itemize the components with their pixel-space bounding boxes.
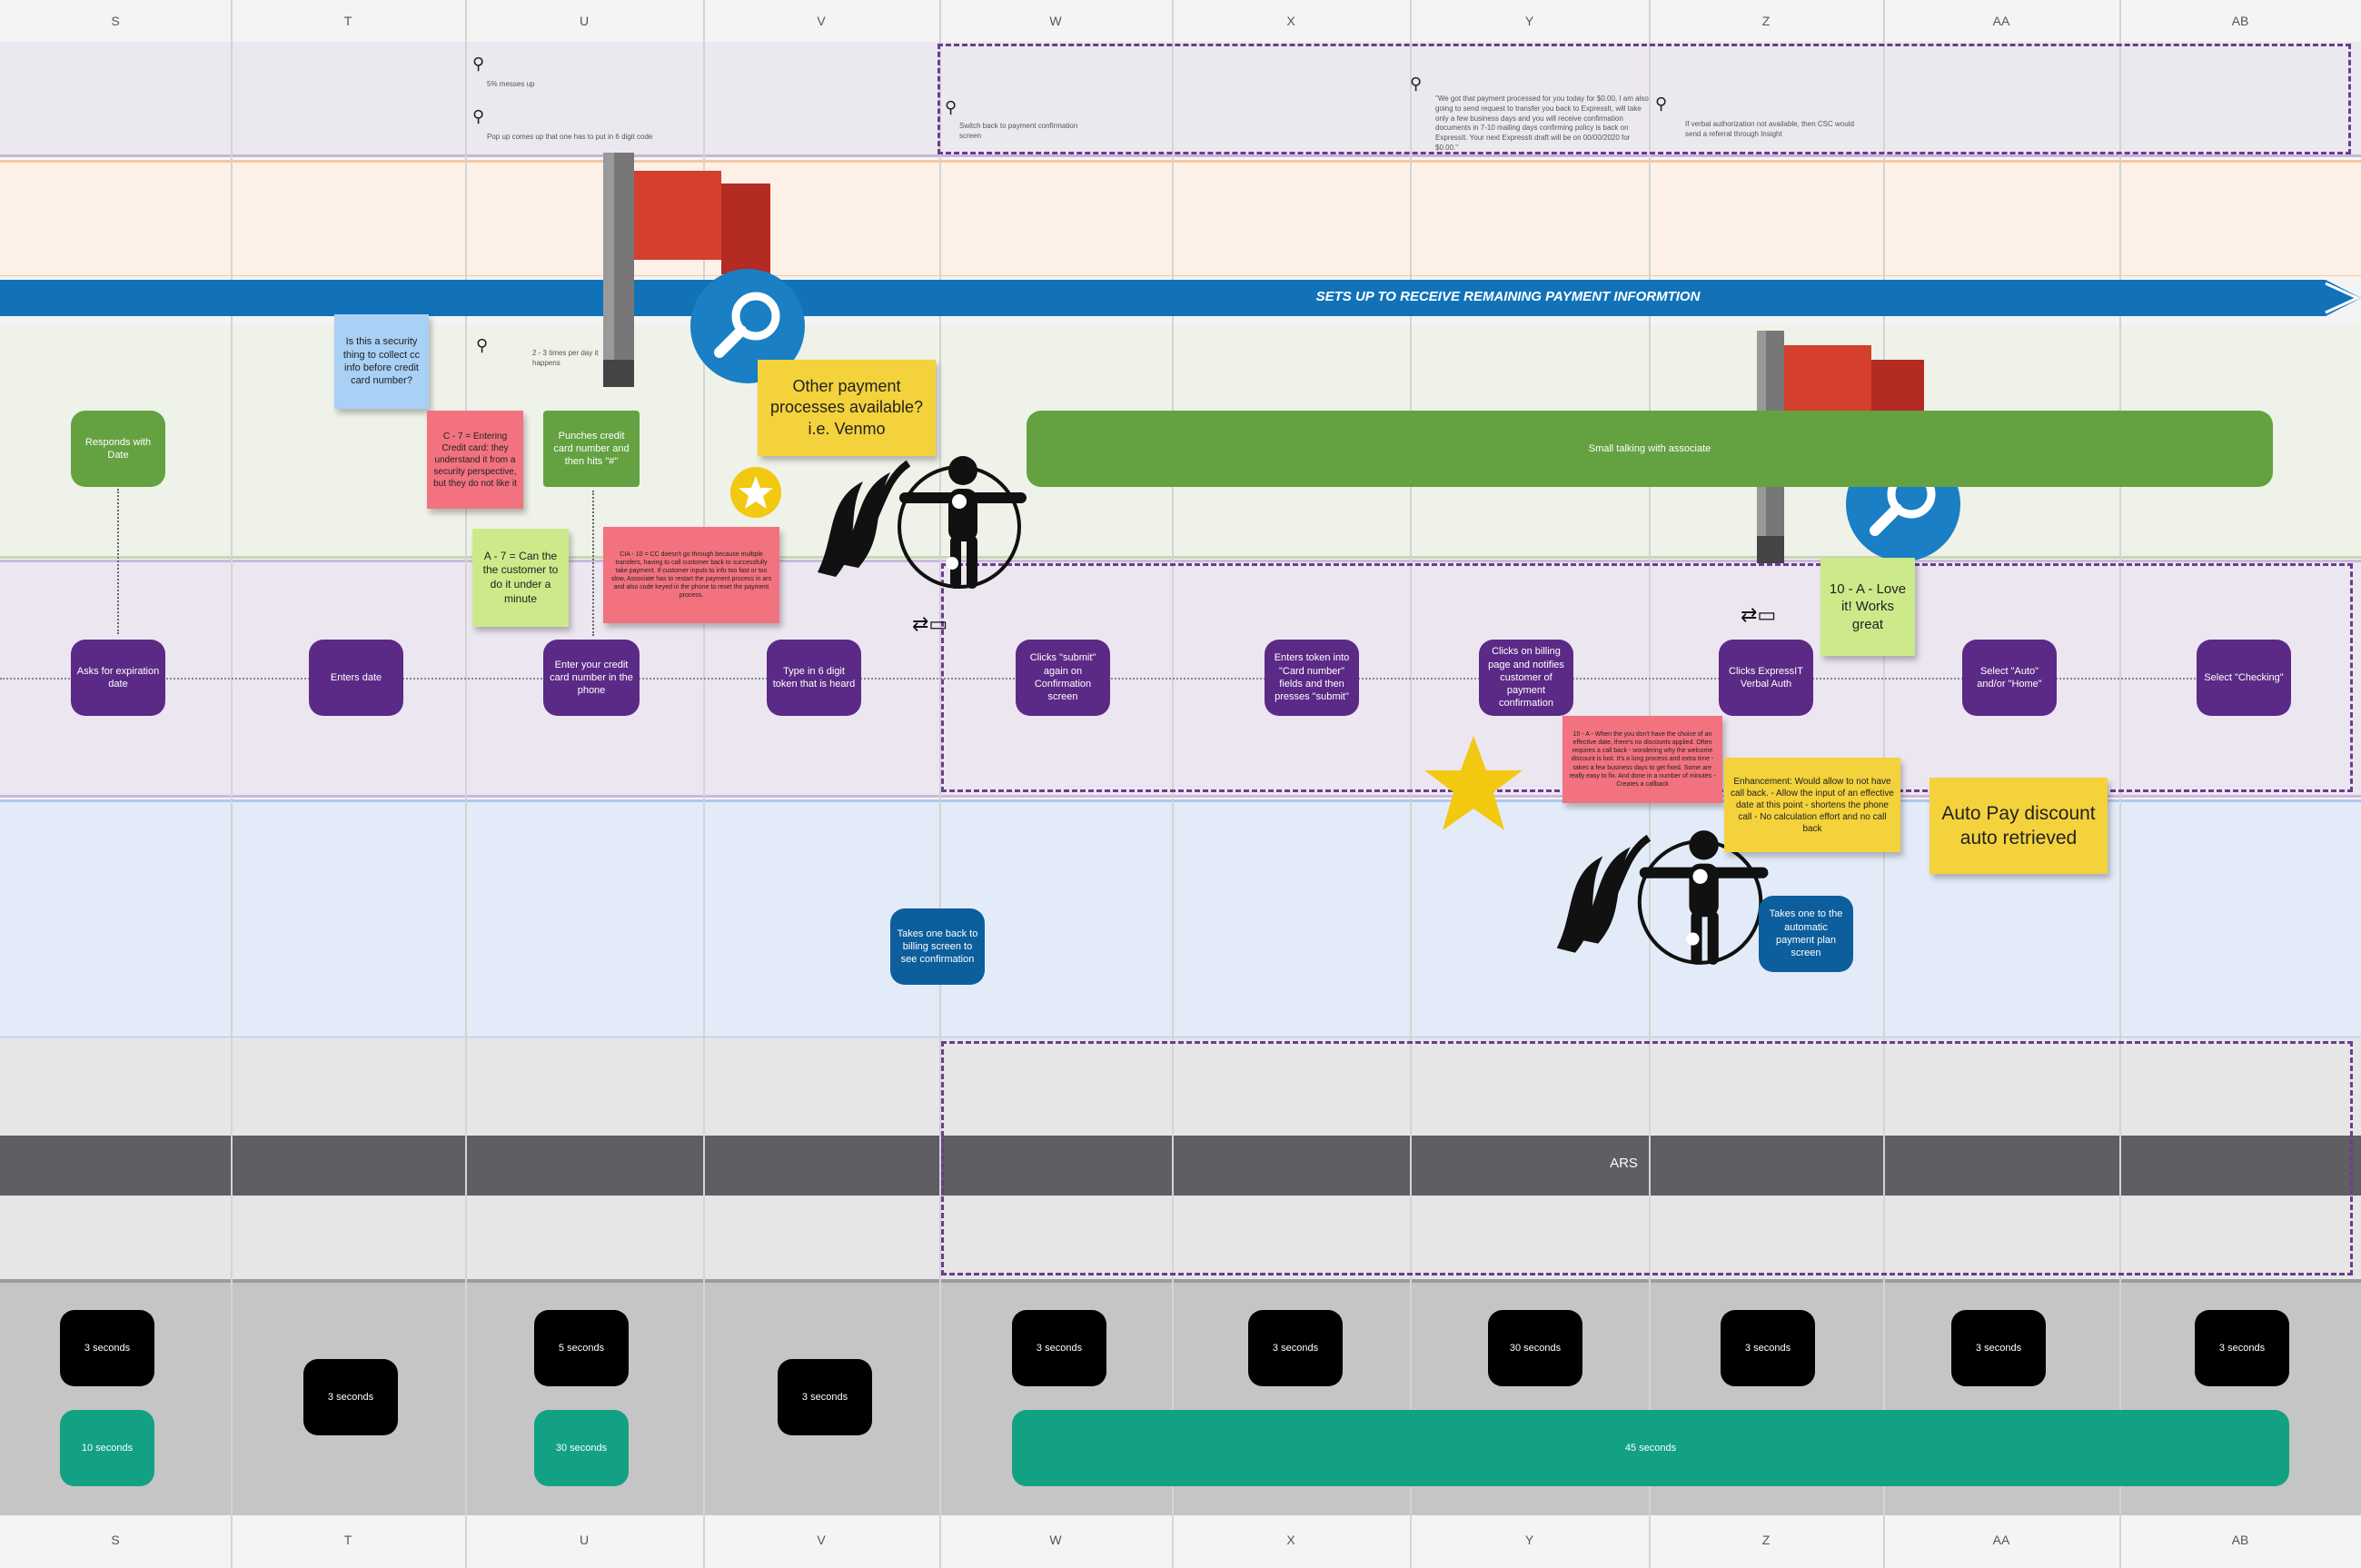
column-header: Y [1524,1533,1534,1547]
column-header: S [111,14,120,28]
time-box: 3 seconds [778,1359,872,1435]
star-icon [1424,736,1523,830]
sticky-note-autopay[interactable]: Auto Pay discount auto retrieved [1929,778,2108,874]
time-box: 3 seconds [1951,1310,2046,1386]
column-header: AB [2231,1533,2249,1547]
column-header: Y [1524,14,1534,28]
frustrated-person-icon [818,456,1027,589]
pin-icon: ⚲ [472,107,485,125]
note-text: "We got that payment processed for you t… [1435,94,1649,152]
highlight-region-tools [941,1041,2353,1275]
enter-credit-card-box[interactable]: Enter your credit card number in the pho… [543,640,640,716]
responds-with-date-box[interactable]: Responds with Date [71,411,165,487]
transfer-screen-icon: ⇄▭ [1741,603,1777,626]
note-text: Pop up comes up that one has to put in 6… [487,133,653,141]
transfer-screen-icon: ⇄▭ [912,612,948,635]
small-talk-box[interactable]: Small talking with associate [1027,411,2273,487]
sticky-note-10a[interactable]: 10 - A - When the you don't have the cho… [1562,716,1722,803]
flow-line [0,678,2289,680]
pin-icon: ⚲ [1655,94,1668,113]
clicks-expressit-box[interactable]: Clicks ExpressIT Verbal Auth [1719,640,1813,716]
punches-credit-card-box[interactable]: Punches credit card number and then hits… [543,411,640,487]
clicks-submit-box[interactable]: Clicks "submit" again on Confirmation sc… [1016,640,1110,716]
column-header: W [1049,14,1062,28]
note-text: Switch back to payment confirmation scre… [959,122,1078,140]
clicks-billing-box[interactable]: Clicks on billing page and notifies cust… [1479,640,1573,716]
time-total-box: 45 seconds [1012,1410,2289,1486]
sticky-note-security[interactable]: Is this a security thing to collect cc i… [334,314,429,409]
time-box: 5 seconds [534,1310,629,1386]
column-header: T [343,14,352,28]
sticky-note-a7[interactable]: A - 7 = Can the the customer to do it un… [472,529,569,627]
phase-banner-text: SETS UP TO RECEIVE REMAINING PAYMENT INF… [1315,289,1701,304]
asks-expiration-box[interactable]: Asks for expiration date [71,640,165,716]
column-header: W [1049,1533,1062,1547]
time-box: 3 seconds [2195,1310,2289,1386]
column-header: U [579,14,590,28]
billing-screen-box[interactable]: Takes one back to billing screen to see … [890,908,985,985]
phase-banner-arrow [0,280,2361,316]
column-header: V [817,14,826,28]
column-header: X [1286,1533,1295,1547]
type-token-box[interactable]: Type in 6 digit token that is heard [767,640,861,716]
sticky-note-cia10[interactable]: CIA - 10 = CC doesn't go through because… [603,527,779,623]
time-total-box: 10 seconds [60,1410,154,1486]
sticky-note-enhancement[interactable]: Enhancement: Would allow to not have cal… [1724,758,1900,852]
note-text: 5% messes up [487,80,535,88]
connector-line [592,491,594,636]
time-box: 3 seconds [1248,1310,1343,1386]
column-header: X [1286,14,1295,28]
flag-icon [603,153,770,387]
column-header: T [343,1533,352,1547]
ars-label: ARS [1610,1156,1638,1171]
sticky-note-c7[interactable]: C - 7 = Entering Credit card: they under… [427,411,523,509]
magnifier-icon [690,269,805,383]
connector-line [117,489,119,634]
lane-top-header [0,0,2361,42]
column-header: S [111,1533,120,1547]
time-box: 3 seconds [1721,1310,1815,1386]
automatic-payment-box[interactable]: Takes one to the automatic payment plan … [1759,896,1853,972]
enters-date-box[interactable]: Enters date [309,640,403,716]
select-auto-box[interactable]: Select "Auto" and/or "Home" [1962,640,2057,716]
select-checking-box[interactable]: Select "Checking" [2197,640,2291,716]
pin-icon: ⚲ [1410,74,1423,93]
lane-bottom-header [0,1515,2361,1568]
lane-orange [0,160,2361,278]
column-header: AA [1992,14,2010,28]
frustrated-person-icon [1556,830,1769,965]
note-text: 2 - 3 times per day it happens [532,349,599,367]
time-total-box: 30 seconds [534,1410,629,1486]
column-header: Z [1761,1533,1771,1547]
highlight-region-notes [937,44,2351,154]
note-text: If verbal authorization not available, t… [1685,120,1854,138]
time-box: 3 seconds [303,1359,398,1435]
column-header: Z [1761,14,1771,28]
column-header: AA [1992,1533,2010,1547]
column-header: V [817,1533,826,1547]
time-box: 3 seconds [1012,1310,1106,1386]
ars-bar [0,1136,2361,1196]
pin-icon: ⚲ [945,98,957,116]
enters-token-box[interactable]: Enters token into "Card number" fields a… [1265,640,1359,716]
sticky-note-love[interactable]: 10 - A - Love it! Works great [1820,558,1915,656]
lane-notes [0,42,2361,157]
pin-icon: ⚲ [476,336,489,354]
pin-icon: ⚲ [472,55,485,73]
column-header: U [579,1533,590,1547]
sticky-note-venmo[interactable]: Other payment processes available? i.e. … [758,360,936,456]
column-header: AB [2231,14,2249,28]
time-box: 30 seconds [1488,1310,1582,1386]
star-badge-icon [730,467,781,518]
time-box: 3 seconds [60,1310,154,1386]
